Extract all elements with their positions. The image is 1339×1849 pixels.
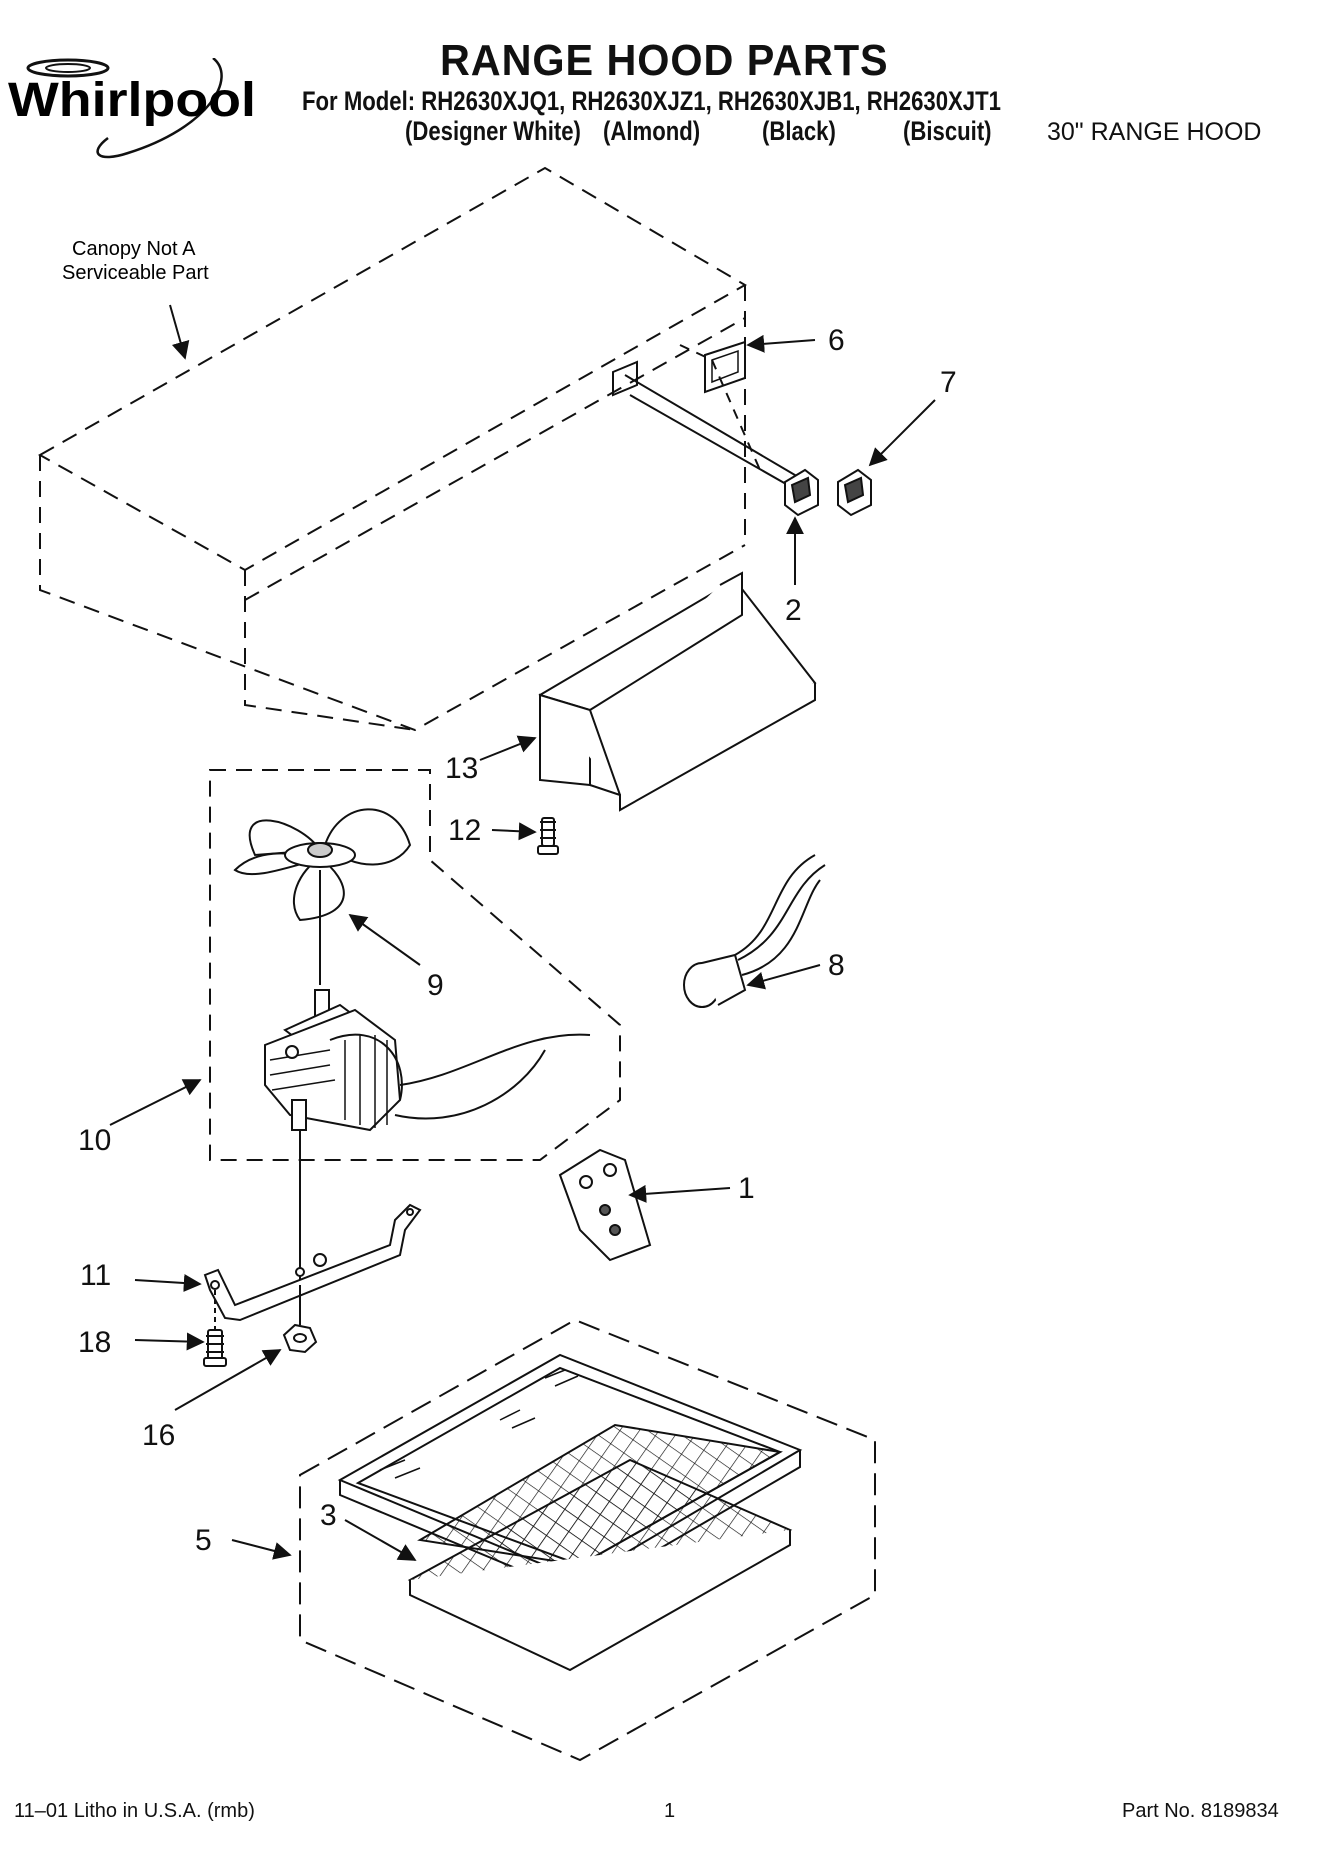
callout-6: 6: [828, 324, 845, 357]
callout-1: 1: [738, 1172, 755, 1205]
switch-part-7: [837, 468, 872, 517]
model-list: For Model: RH2630XJQ1, RH2630XJZ1, RH263…: [302, 86, 1001, 116]
color-designer-white: (Designer White): [405, 116, 581, 146]
motor-assembly-outline: [209, 769, 621, 1161]
page-title: RANGE HOOD PARTS: [440, 36, 889, 85]
brand-wordmark: Whirlpool: [8, 74, 256, 127]
callout-9: 9: [427, 969, 444, 1002]
canopy-note-line2: Serviceable Part: [62, 262, 209, 284]
page-number: 1: [664, 1800, 676, 1822]
color-black: (Black): [762, 116, 836, 146]
color-almond: (Almond): [603, 116, 701, 146]
whirlpool-logo: Whirlpool: [8, 58, 256, 159]
motor-bracket-part-11: [203, 1203, 422, 1322]
print-info: 11–01 Litho in U.S.A. (rmb): [14, 1800, 255, 1822]
callout-18: 18: [78, 1326, 111, 1359]
callout-5: 5: [195, 1524, 212, 1557]
canopy-outline: [37, 166, 747, 732]
blower-housing-part-13: [538, 571, 817, 812]
callout-11: 11: [80, 1259, 111, 1292]
screw-part-18: [203, 1290, 227, 1367]
fan-blade-part-9: [233, 808, 412, 985]
callout-3: 3: [320, 1499, 337, 1532]
callout-arrows: [109, 334, 936, 1561]
switch-harness: [612, 344, 801, 493]
clamp-bracket-part-1: [558, 1148, 652, 1262]
hood-size: 30" RANGE HOOD: [1047, 118, 1262, 146]
label-plate-part-6: [704, 340, 746, 394]
part-number: Part No. 8189834: [1122, 1800, 1279, 1822]
canopy-note-arrow: [169, 304, 190, 360]
wire-connector-part-8: [683, 854, 826, 1008]
motor-part-10: [264, 989, 591, 1280]
callout-10: 10: [78, 1124, 111, 1157]
callout-16: 16: [142, 1419, 175, 1452]
switch-part-2: [784, 468, 819, 517]
callout-12: 12: [448, 814, 481, 847]
nut-part-16: [282, 1285, 318, 1354]
callout-2: 2: [785, 594, 802, 627]
callout-13: 13: [445, 752, 478, 785]
screw-part-12: [537, 817, 559, 855]
charcoal-filter-part-3: [407, 1458, 793, 1672]
callout-8: 8: [828, 949, 845, 982]
canopy-note-line1: Canopy Not A: [72, 238, 196, 260]
color-biscuit: (Biscuit): [903, 116, 992, 146]
callout-7: 7: [940, 366, 957, 399]
